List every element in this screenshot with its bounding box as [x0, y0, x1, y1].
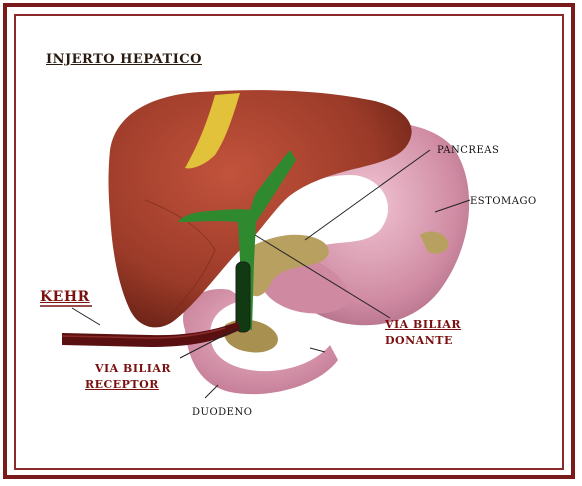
label-estomago: ESTOMAGO — [470, 196, 537, 207]
leader-extra — [310, 348, 325, 352]
label-via-biliar-donante-2: DONANTE — [385, 334, 453, 347]
diagram-title: INJERTO HEPATICO — [46, 52, 202, 67]
label-pancreas: PANCREAS — [437, 145, 499, 156]
leader-duodeno — [205, 385, 218, 398]
label-via-biliar-receptor-2: RECEPTOR — [85, 378, 159, 391]
label-via-biliar-donante-1: VIA BILIAR — [385, 318, 461, 331]
label-duodeno: DUODENO — [192, 407, 252, 418]
label-kehr: KEHR — [40, 289, 90, 305]
leader-kehr — [72, 308, 100, 325]
bile-duct-core — [236, 262, 250, 332]
label-via-biliar-receptor-1: VIA BILIAR — [95, 362, 171, 375]
